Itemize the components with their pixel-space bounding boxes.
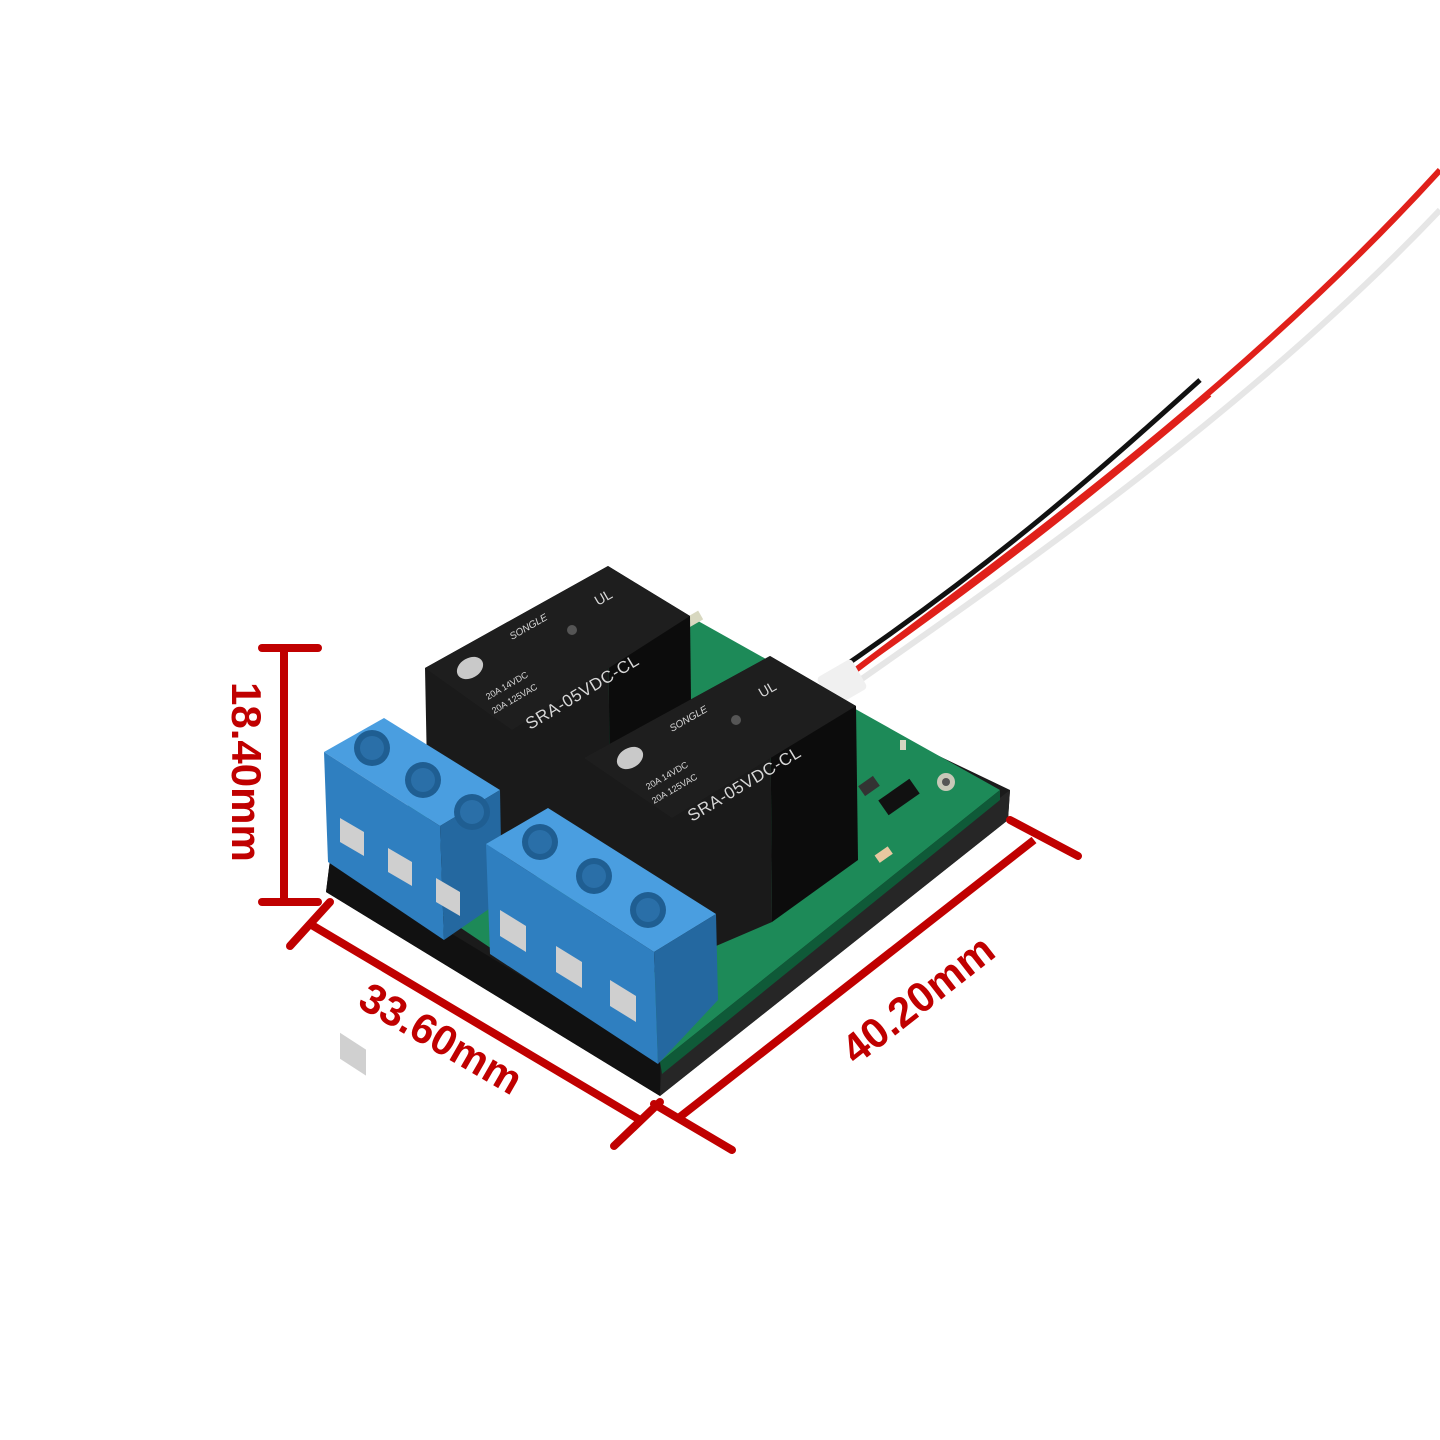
terminal-block-left	[324, 718, 502, 1076]
svg-text:UL: UL	[592, 586, 616, 609]
screw-icon	[522, 824, 558, 860]
screw-icon	[630, 892, 666, 928]
wire-white	[844, 207, 1440, 693]
screw-icon	[454, 794, 490, 830]
screw-icon	[576, 858, 612, 894]
wire-bundle	[817, 167, 1440, 707]
height-label: 18.40mm	[223, 682, 270, 862]
svg-text:UL: UL	[756, 678, 780, 701]
terminal-block-right	[486, 808, 718, 1064]
screw-icon	[354, 730, 390, 766]
screw-icon	[405, 762, 441, 798]
dimension-height: 18.40mm	[223, 644, 322, 906]
wire-black	[828, 378, 1202, 679]
relay-logo-icon	[616, 746, 644, 770]
wire-red	[838, 167, 1440, 685]
relay-2: SONGLE 20A 14VDC 20A 125VAC SRA-05VDC-CL…	[584, 656, 858, 1000]
depth-label: 40.20mm	[833, 925, 1004, 1073]
relay-logo-icon	[456, 656, 484, 680]
wire-red-2	[834, 393, 1212, 686]
